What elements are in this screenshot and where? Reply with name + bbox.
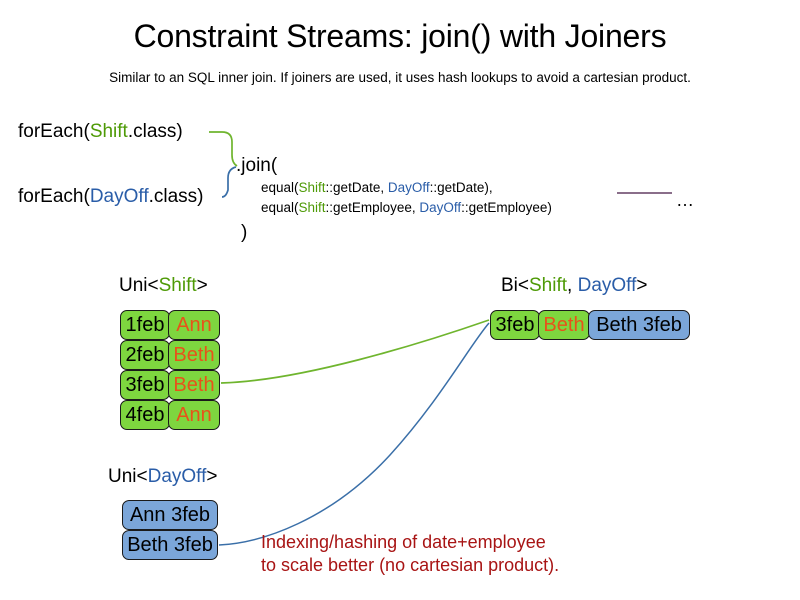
code-foreach-shift: forEach(Shift.class) [18,121,183,143]
joiner-2-left-method: ::getEmployee, [325,200,420,215]
uni-dayoff-row: Beth 3feb [122,530,218,560]
joiner-1-left-type: Shift [298,180,326,195]
foreach-shift-type: Shift [89,121,128,142]
joiner-1-left-method: ::getDate, [325,180,388,195]
note-line-2: to scale better (no cartesian product). [261,555,560,575]
bi-join-cell-employee: Beth [538,310,590,340]
wire-dayoff-to-join [221,166,237,198]
wire-shift-to-join [209,131,238,167]
page-title: Constraint Streams: join() with Joiners [133,18,667,54]
uni-shift-row-employee: Beth [168,370,220,400]
bi-join-cell-date: 3feb [490,310,540,340]
uni-dayoff-label-suffix: > [206,466,218,487]
code-joiner-2: equal(Shift::getEmployee, DayOff::getEmp… [261,200,552,215]
joiner-2-right-method: ::getEmployee) [461,200,552,215]
joiner-1-right-type: DayOff [387,180,430,195]
joiner-2-right-type: DayOff [419,200,462,215]
uni-shift-label-prefix: Uni< [119,275,159,296]
joiner-2-left-type: Shift [298,200,326,215]
uni-shift-row-employee: Ann [168,310,220,340]
bi-join-label: Bi<Shift, DayOff> [501,275,647,297]
code-joiner-1: equal(Shift::getDate, DayOff::getDate), [261,180,493,195]
foreach-dayoff-suffix: .class) [148,186,204,207]
code-continuation-ellipsis: … [676,190,695,210]
uni-shift-row-date: 2feb [120,340,170,370]
uni-shift-row-date: 1feb [120,310,170,340]
uni-shift-row-employee: Ann [168,400,220,430]
page-subtitle: Similar to an SQL inner join. If joiners… [109,70,691,85]
bi-join-label-type-a: Shift [529,275,568,296]
joiner-1-right-method: ::getDate), [429,180,493,195]
uni-shift-label-suffix: > [196,275,208,296]
uni-shift-label-type: Shift [158,275,197,296]
bi-join-label-sep: , [567,275,578,296]
bi-join-cell-dayoff: Beth 3feb [588,310,690,340]
uni-shift-row-employee: Beth [168,340,220,370]
foreach-dayoff-prefix: forEach( [18,186,90,207]
bi-join-label-suffix: > [636,275,648,296]
foreach-shift-suffix: .class) [127,121,183,142]
foreach-shift-prefix: forEach( [18,121,90,142]
foreach-dayoff-type: DayOff [89,186,149,207]
wire-shift-row-to-bi [220,319,490,384]
uni-shift-row-date: 4feb [120,400,170,430]
bi-join-label-type-b: DayOff [577,275,637,296]
uni-shift-row-date: 3feb [120,370,170,400]
uni-shift-label: Uni<Shift> [119,275,208,297]
bi-join-label-prefix: Bi< [501,275,529,296]
joiner-1-fn: equal( [261,180,299,195]
wire-dayoff-row-to-bi [218,322,490,546]
uni-dayoff-row: Ann 3feb [122,500,218,530]
code-join-open: .join( [236,155,278,176]
code-foreach-dayoff: forEach(DayOff.class) [18,186,204,208]
uni-dayoff-label-type: DayOff [147,466,207,487]
code-join-close: ) [241,222,248,243]
uni-dayoff-label-prefix: Uni< [108,466,148,487]
uni-dayoff-label: Uni<DayOff> [108,466,218,488]
note-line-1: Indexing/hashing of date+employee [261,532,546,552]
joiner-2-fn: equal( [261,200,299,215]
